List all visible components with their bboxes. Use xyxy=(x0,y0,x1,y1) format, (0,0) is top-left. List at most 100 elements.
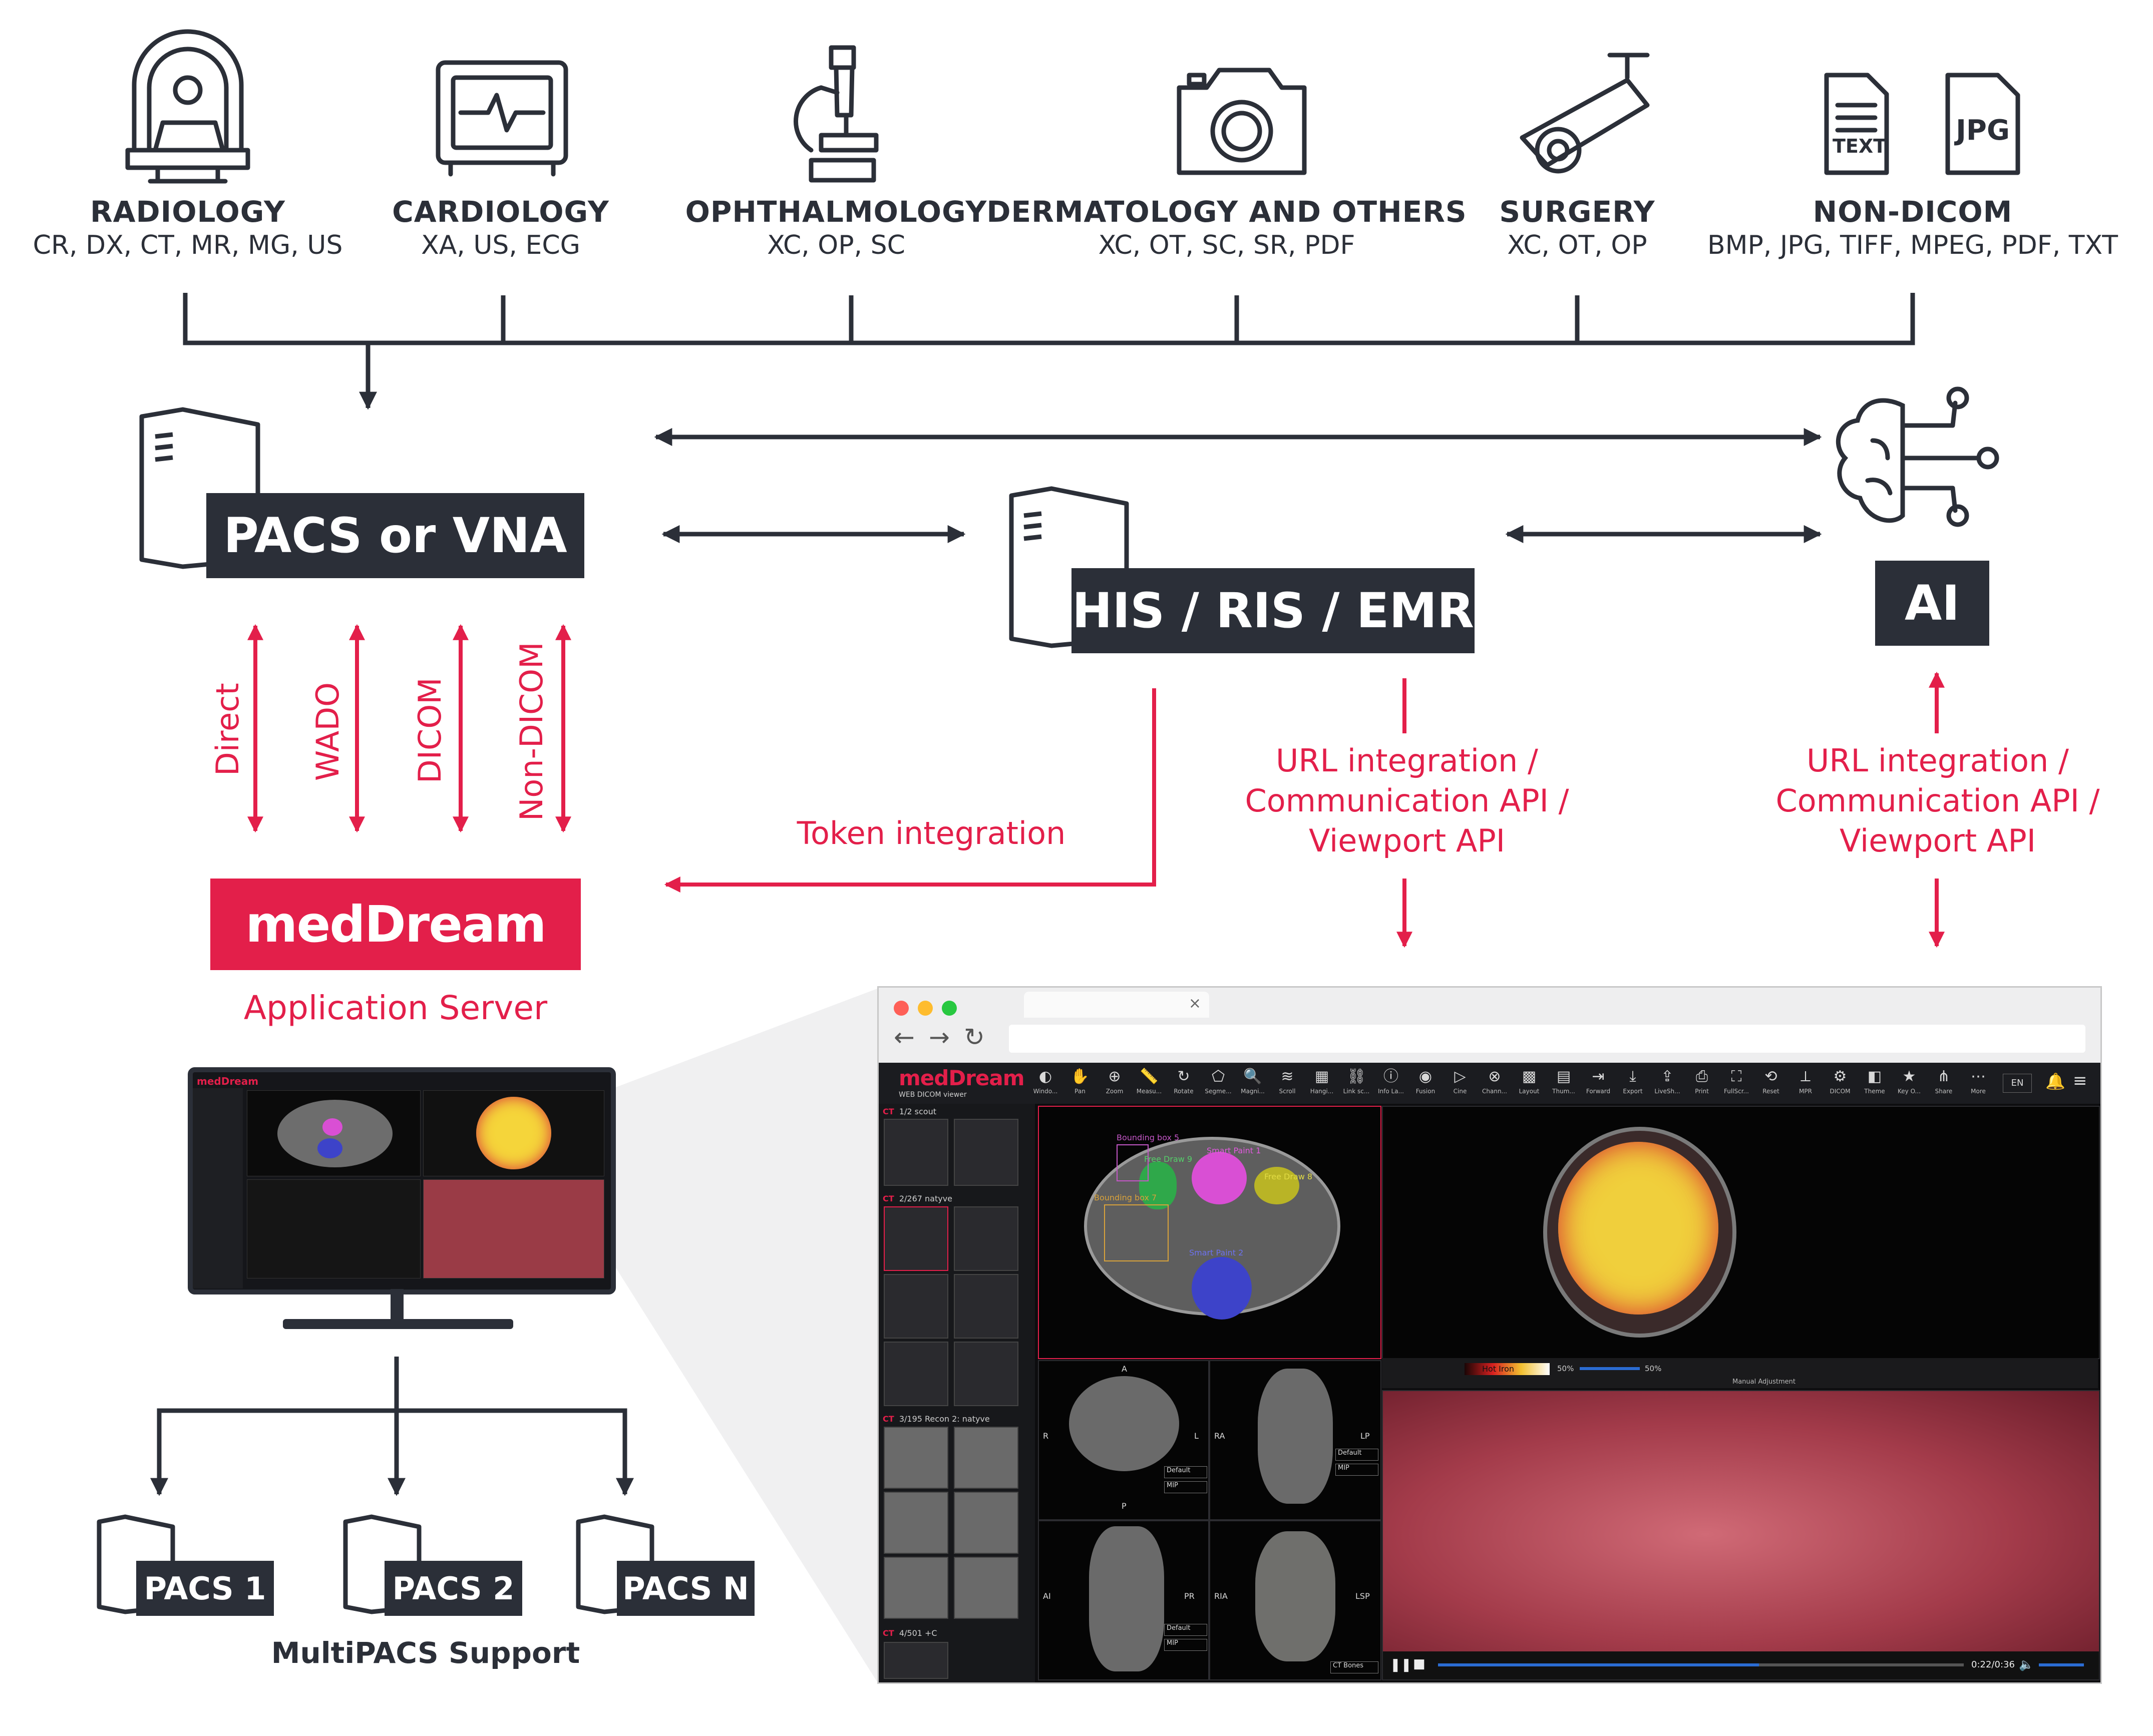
tool-liveshare-button[interactable]: ⇪LiveSh... xyxy=(1651,1067,1684,1096)
tool-star-button[interactable]: ★Key O... xyxy=(1893,1067,1926,1096)
close-dot[interactable] xyxy=(894,1001,909,1016)
viewport-line: Viewport API xyxy=(1839,822,2036,859)
text-file-icon xyxy=(1824,73,1889,175)
tool-hand-button[interactable]: ✋Pan xyxy=(1063,1067,1097,1096)
video-progress-track[interactable] xyxy=(1438,1663,1964,1666)
hand-icon: ✋ xyxy=(1070,1068,1090,1085)
ct-viewport[interactable]: Bounding box 5 Free Draw 9 Smart Paint 1… xyxy=(1038,1106,1381,1359)
mode-select[interactable]: MIP xyxy=(1164,1481,1207,1493)
series-thumbnail[interactable] xyxy=(954,1274,1018,1339)
modality-title: DERMATOLOGY AND OTHERS xyxy=(986,195,1467,229)
stop-icon[interactable]: ■ xyxy=(1413,1656,1425,1671)
series-thumbnail[interactable] xyxy=(884,1557,948,1619)
series-thumbnail[interactable] xyxy=(884,1342,948,1406)
video-time: 0:22/0:36 xyxy=(1971,1659,2015,1670)
modality-subtitle: BMP, JPG, TIFF, MPEG, PDF, TXT xyxy=(1707,230,2118,260)
tab-close-icon[interactable]: × xyxy=(1188,995,1201,1012)
series-thumbnail[interactable] xyxy=(954,1206,1018,1271)
tool-segment-button[interactable]: ⬠Segme... xyxy=(1202,1067,1235,1096)
settings-icon[interactable]: ≡ xyxy=(2073,1071,2087,1091)
tool-fullscreen-button[interactable]: ⛶ FullScr... xyxy=(1720,1067,1753,1096)
smart-paint-region xyxy=(1192,1152,1247,1204)
series-thumbnail[interactable] xyxy=(884,1427,948,1489)
tool-zoom-button[interactable]: ⊕Zoom xyxy=(1098,1067,1131,1096)
tool-fusion-button[interactable]: ◉Fusion xyxy=(1409,1067,1442,1096)
tool-cine-button[interactable]: ▷Cine xyxy=(1444,1067,1477,1096)
tool-forward-button[interactable]: ⇥Forward xyxy=(1582,1067,1615,1096)
tool-export-button[interactable]: ⤓Export xyxy=(1616,1067,1649,1096)
series-header[interactable]: CT 4/501 +C xyxy=(883,1628,937,1638)
pet-fusion-viewport[interactable] xyxy=(1382,1106,2100,1359)
cine-icon: ▷ xyxy=(1454,1068,1466,1085)
series-header[interactable]: CT 2/267 natyve xyxy=(883,1194,952,1203)
address-bar[interactable] xyxy=(1009,1025,2085,1053)
volume-render-viewport[interactable]: RIA LSP CT Bones xyxy=(1209,1520,1381,1680)
series-thumbnail[interactable] xyxy=(884,1492,948,1554)
series-thumbnail[interactable] xyxy=(884,1642,948,1679)
series-header[interactable]: CT 1/2 scout xyxy=(883,1107,936,1116)
modality-subtitle: CR, DX, CT, MR, MG, US xyxy=(33,230,343,260)
camera-icon xyxy=(1177,68,1307,175)
tool-more-button[interactable]: ⋯More xyxy=(1962,1067,1995,1096)
fusion-slider[interactable] xyxy=(1580,1367,1640,1370)
series-thumbnail[interactable] xyxy=(954,1119,1018,1186)
window-select[interactable]: Default xyxy=(1335,1449,1378,1461)
maximize-dot[interactable] xyxy=(942,1001,957,1016)
series-thumbnail[interactable] xyxy=(954,1342,1018,1406)
language-select[interactable]: EN xyxy=(2003,1074,2032,1093)
bounding-box xyxy=(1104,1204,1169,1261)
tool-mpr-button[interactable]: ⟂MPR xyxy=(1789,1067,1822,1096)
volume-icon[interactable]: 🔈 xyxy=(2019,1657,2034,1671)
tool-dicom-button[interactable]: ⚙DICOM xyxy=(1824,1067,1857,1096)
mode-select[interactable]: MIP xyxy=(1164,1639,1207,1651)
annotation-label: Free Draw 8 xyxy=(1264,1172,1313,1181)
mpr-icon: ⟂ xyxy=(1800,1068,1811,1085)
tool-hanging-button[interactable]: ▦Hangi... xyxy=(1305,1067,1338,1096)
tool-print-button[interactable]: ⎙Print xyxy=(1685,1067,1718,1096)
orientation-r: R xyxy=(1043,1431,1049,1441)
window-select[interactable]: Default xyxy=(1164,1466,1207,1478)
mode-select[interactable]: MIP xyxy=(1335,1464,1378,1476)
series-thumbnail[interactable] xyxy=(884,1274,948,1339)
orientation-p: P xyxy=(1122,1501,1127,1511)
browser-tab[interactable]: × xyxy=(1024,992,1209,1018)
mpr-coronal-viewport[interactable]: RA LP Default MIP xyxy=(1209,1360,1381,1520)
tool-thumbnails-button[interactable]: ▤Thum... xyxy=(1547,1067,1580,1096)
bell-icon[interactable]: 🔔 xyxy=(2045,1072,2065,1091)
mpr-sagittal-viewport[interactable]: AI PR Default MIP xyxy=(1038,1520,1209,1680)
tool-magnify-button[interactable]: 🔍Magni... xyxy=(1236,1067,1269,1096)
tool-layout-button[interactable]: ▩Layout xyxy=(1513,1067,1546,1096)
mpr-axial-viewport[interactable]: R L A P Default MIP xyxy=(1038,1360,1209,1520)
tool-theme-button[interactable]: ◧Theme xyxy=(1858,1067,1891,1096)
tool-contrast-button[interactable]: ◐Windo... xyxy=(1029,1067,1062,1096)
window-select[interactable]: Default xyxy=(1164,1624,1207,1636)
series-thumbnail[interactable] xyxy=(954,1427,1018,1489)
series-thumbnail[interactable] xyxy=(884,1119,948,1186)
back-icon[interactable]: ← xyxy=(894,1023,915,1052)
series-thumbnail[interactable] xyxy=(954,1557,1018,1619)
colormap-gradient[interactable] xyxy=(1465,1363,1550,1375)
tool-label: FullScr... xyxy=(1723,1088,1749,1095)
tool-layers-button[interactable]: ≋Scroll xyxy=(1271,1067,1304,1096)
tool-ruler-button[interactable]: 📏Measu... xyxy=(1133,1067,1166,1096)
tool-reset-button[interactable]: ⟲Reset xyxy=(1754,1067,1787,1096)
pause-icon[interactable]: ❚❚ xyxy=(1390,1657,1412,1672)
tool-channel-button[interactable]: ⊗Chann... xyxy=(1478,1067,1511,1096)
fullscreen-icon: ⛶ xyxy=(1731,1068,1742,1085)
reset-icon: ⟲ xyxy=(1764,1068,1777,1085)
minimize-dot[interactable] xyxy=(918,1001,933,1016)
his-url-integration: URL integration / Communication API / Vi… xyxy=(1212,741,1602,861)
reload-icon[interactable]: ↻ xyxy=(964,1023,985,1052)
volume-slider[interactable] xyxy=(2039,1663,2084,1666)
tool-share-button[interactable]: ⋔Share xyxy=(1927,1067,1960,1096)
series-thumbnail[interactable] xyxy=(884,1206,948,1271)
tool-rotate-button[interactable]: ↻Rotate xyxy=(1167,1067,1200,1096)
series-header[interactable]: CT 3/195 Recon 2: natyve xyxy=(883,1414,990,1424)
series-thumbnail[interactable] xyxy=(954,1492,1018,1554)
surgery-video-viewport[interactable]: ❚❚ ■ 0:22/0:36 🔈 xyxy=(1382,1390,2100,1680)
forward-icon[interactable]: → xyxy=(929,1023,950,1052)
volume-preset-select[interactable]: CT Bones xyxy=(1330,1661,1378,1673)
modality-surgery: SURGERY XC, OT, OP xyxy=(1387,194,1767,261)
tool-link-button[interactable]: ⛓Link sc... xyxy=(1340,1067,1373,1096)
